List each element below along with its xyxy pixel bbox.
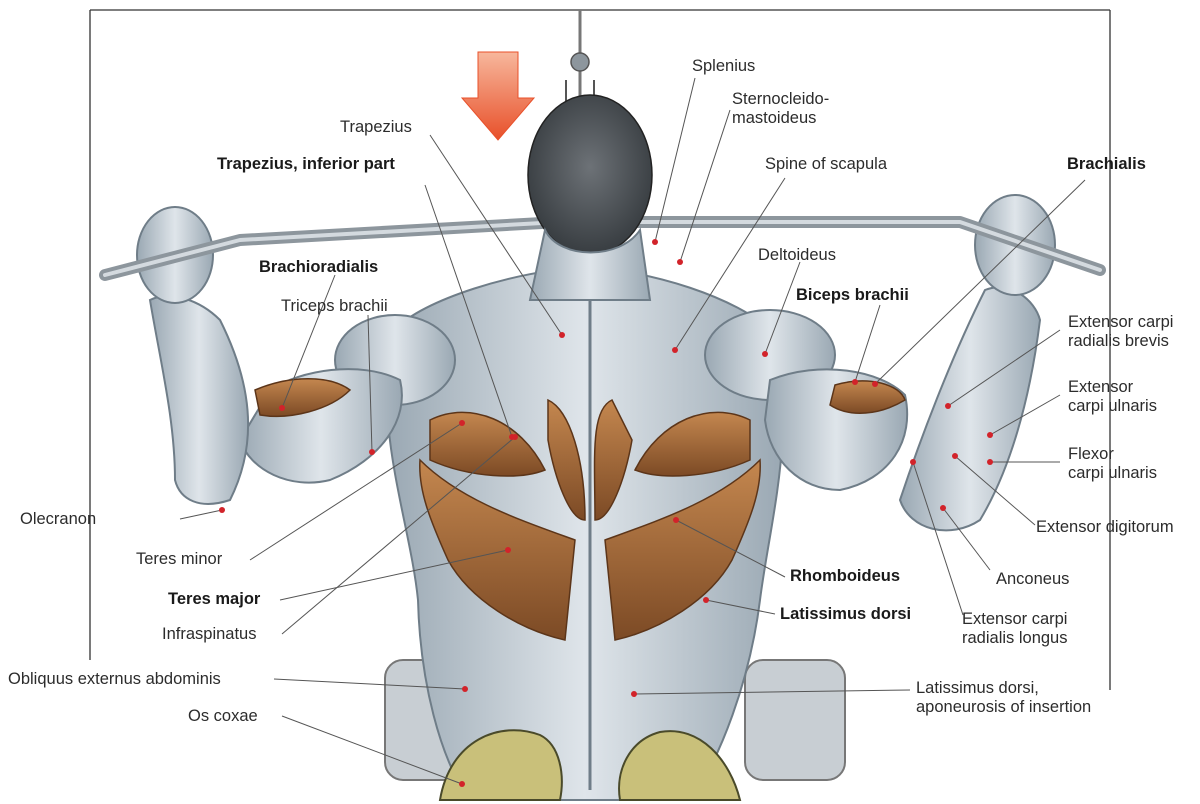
label-obliquus-externus-abdominis: Obliquus externus abdominis: [8, 670, 221, 689]
label-sternocleidomastoideus: Sternocleido- mastoideus: [732, 90, 829, 128]
arrow-down-icon: [462, 52, 534, 140]
label-flexor-carpi-ulnaris: Flexor carpi ulnaris: [1068, 445, 1157, 483]
label-anconeus: Anconeus: [996, 570, 1069, 589]
label-trapezius-inferior: Trapezius, inferior part: [217, 155, 395, 174]
label-rhomboideus: Rhomboideus: [790, 567, 900, 586]
label-extensor-carpi-radialis-longus: Extensor carpi radialis longus: [962, 610, 1067, 648]
label-brachialis: Brachialis: [1067, 155, 1146, 174]
label-extensor-digitorum: Extensor digitorum: [1036, 518, 1174, 537]
label-latissimus-aponeurosis: Latissimus dorsi, aponeurosis of inserti…: [916, 679, 1091, 717]
label-triceps-brachii: Triceps brachii: [281, 297, 388, 316]
label-extensor-carpi-radialis-brevis: Extensor carpi radialis brevis: [1068, 313, 1173, 351]
label-teres-minor: Teres minor: [136, 550, 222, 569]
label-infraspinatus: Infraspinatus: [162, 625, 256, 644]
label-spine-of-scapula: Spine of scapula: [765, 155, 887, 174]
forearm-left: [150, 296, 248, 504]
label-extensor-carpi-ulnaris: Extensor carpi ulnaris: [1068, 378, 1157, 416]
label-deltoideus: Deltoideus: [758, 246, 836, 265]
label-splenius: Splenius: [692, 57, 755, 76]
label-os-coxae: Os coxae: [188, 707, 258, 726]
label-latissimus-dorsi: Latissimus dorsi: [780, 605, 911, 624]
label-olecranon: Olecranon: [20, 510, 96, 529]
label-brachioradialis: Brachioradialis: [259, 258, 378, 277]
label-trapezius: Trapezius: [340, 118, 412, 137]
forearm-right: [900, 287, 1040, 530]
label-biceps-brachii: Biceps brachii: [796, 286, 909, 305]
label-teres-major: Teres major: [168, 590, 260, 609]
